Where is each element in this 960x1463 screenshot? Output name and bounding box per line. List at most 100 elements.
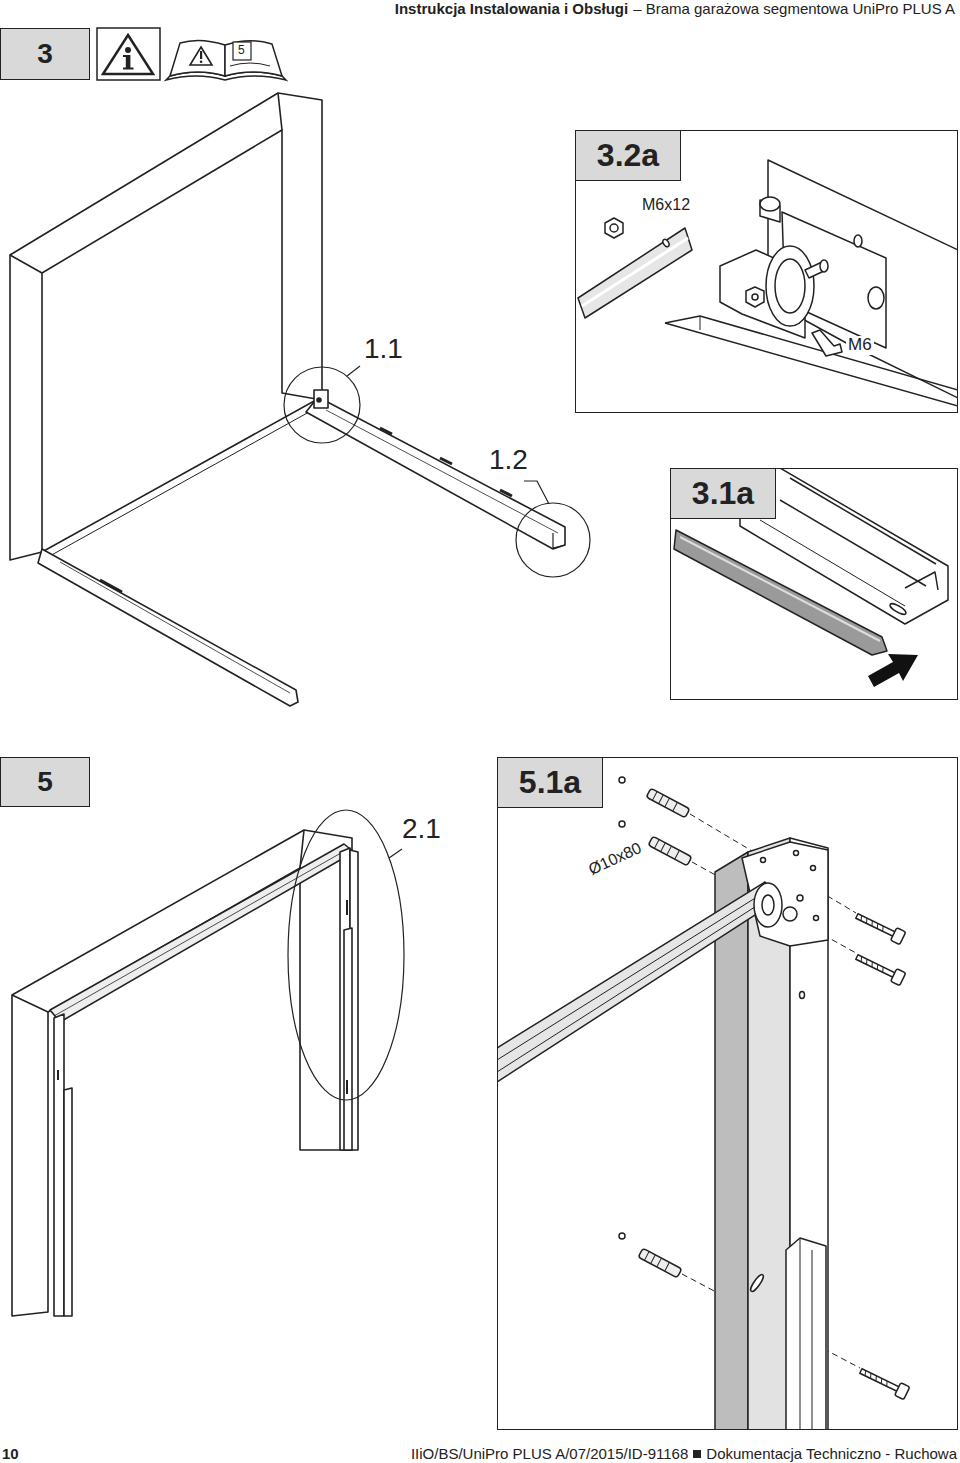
door-opening-illustration: [10, 93, 322, 560]
detail-frame: 3.1a: [670, 468, 958, 700]
door-opening-illustration: [38, 549, 298, 706]
track-frame-illustration: [300, 830, 304, 868]
post-anchoring-detail: [498, 882, 778, 1082]
post-anchoring-detail: [811, 866, 816, 871]
document-title: Instrukcja Instalowania i Obsługi: [395, 0, 628, 17]
info-icon: [103, 35, 153, 74]
rail-seal-detail: [780, 500, 926, 586]
info-icon: [123, 68, 134, 70]
pulley-bracket-detail: [665, 316, 957, 390]
post-anchoring-detail: [859, 915, 885, 931]
manual-book-icon: [190, 47, 212, 65]
track-frame-illustration: [54, 849, 348, 1016]
page-header: Instrukcja Instalowania i Obsługi – Brama…: [395, 0, 955, 17]
step-number-box: 3: [0, 28, 90, 80]
track-frame-illustration: [12, 810, 404, 1316]
post-anchoring-detail: [891, 969, 906, 986]
door-opening-illustration: [314, 390, 328, 408]
track-frame-illustration: [288, 810, 404, 1100]
post-anchoring-detail: [498, 890, 772, 1072]
door-opening-illustration: [524, 481, 549, 504]
pulley-bracket-detail: [854, 235, 862, 247]
track-frame-illustration: [64, 1088, 72, 1316]
post-anchoring-detail: [749, 1273, 765, 1293]
info-icon: [125, 47, 131, 53]
rail-seal-detail: [868, 654, 918, 687]
part-size: M6: [846, 336, 874, 355]
post-anchoring-detail: [646, 788, 690, 817]
post-anchoring-detail: [498, 777, 910, 1429]
post-anchoring-detail: [619, 1233, 625, 1239]
document-type: Dokumentacja Techniczno - Ruchowa: [706, 1445, 957, 1462]
pulley-bracket-detail: [605, 218, 623, 238]
callout-number: 1.2: [487, 445, 530, 476]
rail-seal-detail: [905, 572, 938, 590]
door-opening-illustration: [42, 400, 316, 552]
pulley-bracket-detail: [775, 259, 805, 313]
manual-book-icon: [170, 40, 225, 76]
rail-seal-detail: [674, 530, 887, 655]
door-opening-illustration: [317, 398, 321, 402]
detail-frame: 3.2a: [575, 130, 958, 413]
info-icon: [123, 55, 127, 57]
manual-book-icon: [225, 41, 282, 76]
post-anchoring-detail: [783, 907, 797, 921]
pulley-bracket-detail: [766, 246, 814, 326]
pulley-bracket-detail: [582, 238, 688, 306]
callout-number: 2.1: [400, 814, 443, 845]
post-anchoring-detail: [891, 928, 906, 945]
post-anchoring-detail: [854, 910, 906, 945]
page-footer-right: IIiO/BS/UniPro PLUS A/07/2015/ID-91168 Do…: [411, 1445, 957, 1462]
door-opening-illustration: [10, 93, 590, 706]
door-opening-illustration: [347, 366, 360, 376]
post-anchoring-detail: [858, 1365, 910, 1400]
door-opening-illustration: [553, 533, 565, 548]
pulley-bracket-detail: [578, 160, 957, 406]
manual-book-icon: [200, 60, 203, 63]
pulley-bracket-detail: [812, 330, 842, 356]
manual-book-icon: [200, 51, 202, 59]
track-frame-illustration: [389, 849, 402, 858]
detail-heading: 3.2a: [576, 131, 681, 181]
manual-book-icon: [230, 63, 270, 66]
info-icon: [97, 28, 160, 80]
post-anchoring-detail: [797, 895, 803, 901]
post-anchoring-detail: [644, 1252, 669, 1272]
step-number-box: 5: [0, 757, 90, 807]
document-subtitle: – Brama garażowa segmentowa UniPro PLUS …: [633, 0, 955, 17]
step-number: 3: [37, 39, 53, 70]
track-frame-illustration: [12, 995, 48, 1012]
post-anchoring-detail: [648, 836, 692, 865]
step-number: 5: [37, 767, 53, 798]
post-anchoring-detail: [648, 836, 692, 865]
door-opening-illustration: [10, 255, 42, 273]
post-anchoring-detail: [652, 792, 677, 812]
post-anchoring-detail: [646, 788, 690, 817]
door-opening-illustration: [60, 562, 290, 693]
post-anchoring-detail: [856, 914, 896, 937]
document-code: IIiO/BS/UniPro PLUS A/07/2015/ID-91168: [411, 1445, 688, 1462]
post-anchoring-detail: [638, 1248, 682, 1277]
separator-square: [693, 1450, 701, 1458]
detail-frame: 5.1a: [497, 757, 958, 1430]
post-anchoring-detail: [619, 821, 625, 827]
pulley-bracket-detail: [578, 228, 692, 318]
pulley-bracket-detail: [868, 287, 884, 309]
post-anchoring-detail: [786, 1238, 826, 1429]
post-anchoring-detail: [638, 1248, 682, 1277]
door-opening-illustration: [278, 93, 282, 130]
post-anchoring-detail: [794, 851, 799, 856]
post-anchoring-detail: [895, 1383, 910, 1400]
track-frame-illustration: [12, 830, 352, 1316]
track-frame-illustration: [50, 844, 354, 1022]
post-anchoring-detail: [715, 852, 748, 1429]
pulley-bracket-detail: [665, 323, 957, 406]
post-anchoring-detail: [814, 916, 819, 921]
manual-book-icon: [233, 42, 251, 60]
rail-seal-detail: [889, 602, 908, 616]
door-opening-illustration: [326, 410, 558, 533]
post-anchoring-detail: [761, 858, 766, 863]
pulley-bracket-detail: [610, 224, 618, 232]
